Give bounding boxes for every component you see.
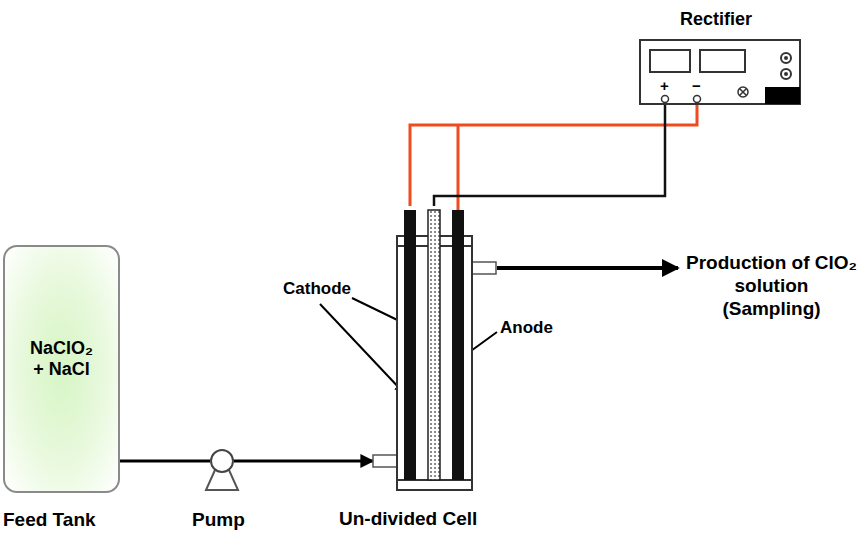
knob <box>784 56 788 60</box>
rectifier-drawing <box>640 40 800 104</box>
display-window <box>650 50 690 72</box>
terminal-sign: + <box>660 77 669 94</box>
rectifier: Rectifier+− <box>640 40 800 104</box>
terminal <box>662 96 669 103</box>
tank-content: NaClO₂ + NaCl <box>30 338 93 379</box>
pump-stand <box>206 470 238 490</box>
part-label: Cathode <box>283 279 351 299</box>
power-button <box>765 87 800 104</box>
connector <box>120 460 210 463</box>
rectifier-title: Rectifier <box>680 9 752 30</box>
cathode-plate <box>404 210 416 480</box>
cell-drawing <box>373 206 497 490</box>
switch <box>740 89 747 96</box>
rectifier-case <box>640 40 800 104</box>
knob <box>781 53 791 63</box>
tank-title: Feed Tank <box>3 509 96 531</box>
terminal <box>694 96 701 103</box>
inlet-port <box>373 455 397 467</box>
knob <box>784 72 788 76</box>
part-label: Anode <box>500 318 553 338</box>
outlet-port <box>472 262 496 274</box>
wire-branch <box>457 125 460 212</box>
cathode-plate <box>452 210 464 480</box>
pump-title: Pump <box>192 509 245 531</box>
connector <box>434 104 665 206</box>
cell: Un-divided Cell <box>373 206 497 490</box>
anode-plate <box>428 210 440 480</box>
switch <box>738 87 748 97</box>
knob <box>781 69 791 79</box>
pump: Pump <box>210 449 234 473</box>
part-label: Production of ClO₂ solution (Sampling) <box>684 252 859 320</box>
outlet-arrow <box>497 266 678 270</box>
cell-title: Un-divided Cell <box>339 508 477 530</box>
terminal-sign: − <box>692 77 701 94</box>
feed-tank: NaClO₂ + NaClFeed Tank <box>3 245 120 493</box>
connector <box>234 460 373 463</box>
display-window <box>700 50 745 72</box>
connector <box>410 104 697 206</box>
